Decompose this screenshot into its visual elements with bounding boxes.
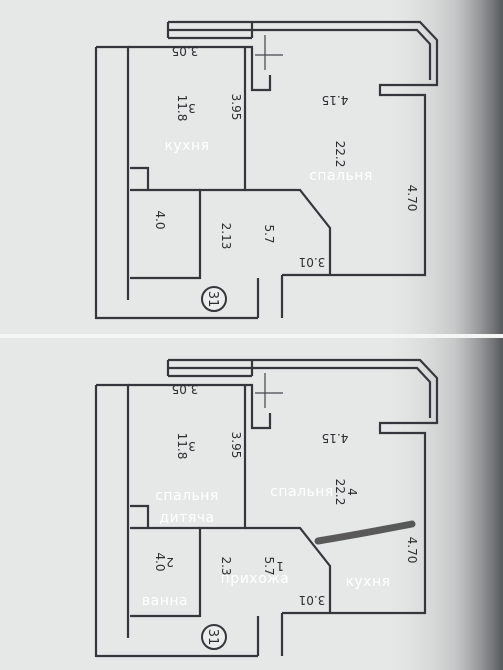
floor-plan-relabeled-drawing: 31 3.05 3.95 4.15 4.70 2.3 3.01 3 11.8 4… (94, 338, 503, 670)
bedroom-wall-right (282, 418, 439, 615)
kitchen-window (166, 20, 254, 40)
room-2-area: 4.0 (153, 552, 167, 571)
kitchen-wall-top (128, 45, 272, 92)
dimension-kitchen-width: 3.05 (172, 44, 199, 58)
axis-marker-circle (201, 624, 227, 650)
label-bedroom: спальня (270, 484, 334, 500)
shadow-overlay (380, 338, 503, 670)
axis-marker-label: 31 (205, 291, 220, 308)
entry-door (256, 275, 284, 318)
room-2-area: 4.0 (153, 210, 167, 229)
bedroom-window-top (252, 358, 439, 418)
label-bathroom: ванна (142, 593, 188, 609)
label-kids-bedroom-line2: дитяча (159, 510, 214, 526)
floor-plan-relabeled: 31 3.05 3.95 4.15 4.70 2.3 3.01 3 11.8 4… (0, 338, 503, 670)
dimension-hallway-width: 3.01 (299, 255, 326, 269)
dimension-hallway-length: 2.13 (219, 223, 233, 250)
tick-marks (255, 373, 283, 408)
kitchen-wall-top (128, 383, 272, 430)
kitchen-window (166, 358, 254, 378)
outer-wall-left (94, 385, 258, 658)
bedroom-wall-right (282, 80, 439, 277)
dimension-bedroom-length: 4.70 (405, 537, 419, 564)
bedroom-window-top (252, 20, 439, 80)
label-bedroom: спальня (309, 168, 373, 184)
outer-wall-left-inner (96, 45, 130, 300)
label-kitchen: кухня (164, 138, 209, 154)
dimension-bedroom-length: 4.70 (405, 185, 419, 212)
room-1-number: 1 (276, 559, 284, 573)
room-3-number: 3 (188, 439, 196, 453)
room-3-area: 11.8 (175, 95, 189, 122)
outer-wall-left (94, 47, 258, 320)
hallway-diagonal (245, 526, 332, 613)
room-4-number: 4 (345, 488, 359, 496)
panel-separator (0, 334, 503, 338)
dimension-kitchen-width: 3.05 (172, 382, 199, 396)
dimension-bedroom-width: 4.15 (322, 93, 349, 107)
room-4-area: 22.2 (333, 141, 347, 168)
dimension-kitchen-length: 3.95 (229, 94, 243, 121)
kitchen-corner (130, 504, 150, 528)
room-4-area: 22.2 (333, 479, 347, 506)
outer-wall-left-inner (96, 383, 130, 638)
dimension-bedroom-width: 4.15 (322, 431, 349, 445)
label-kids-bedroom-line1: спальня (155, 488, 219, 504)
tick-marks (255, 35, 283, 70)
marker-scribble (314, 520, 416, 545)
floor-plan-original-drawing: 31 3.05 3.95 4.15 4.70 2.13 3.01 3 11.8 … (94, 0, 503, 334)
room-2-number: 2 (166, 555, 174, 569)
label-hallway: прихожа (221, 571, 290, 587)
shadow-overlay (380, 0, 503, 334)
dimension-hallway-width: 3.01 (299, 593, 326, 607)
dimension-kitchen-length: 3.95 (229, 432, 243, 459)
kitchen-corner (130, 166, 150, 190)
label-kitchen: кухня (345, 574, 390, 590)
hallway-diagonal (245, 188, 332, 275)
room-3-area: 11.8 (175, 433, 189, 460)
axis-marker-circle (201, 286, 227, 312)
room-1-area: 5.7 (262, 556, 276, 575)
room-1-area: 5.7 (262, 224, 276, 243)
floor-plan-original: 31 3.05 3.95 4.15 4.70 2.13 3.01 3 11.8 … (0, 0, 503, 334)
room-3-number: 3 (188, 101, 196, 115)
axis-marker-label: 31 (205, 629, 220, 646)
dimension-hallway-length: 2.3 (219, 556, 233, 575)
entry-door (256, 613, 284, 656)
